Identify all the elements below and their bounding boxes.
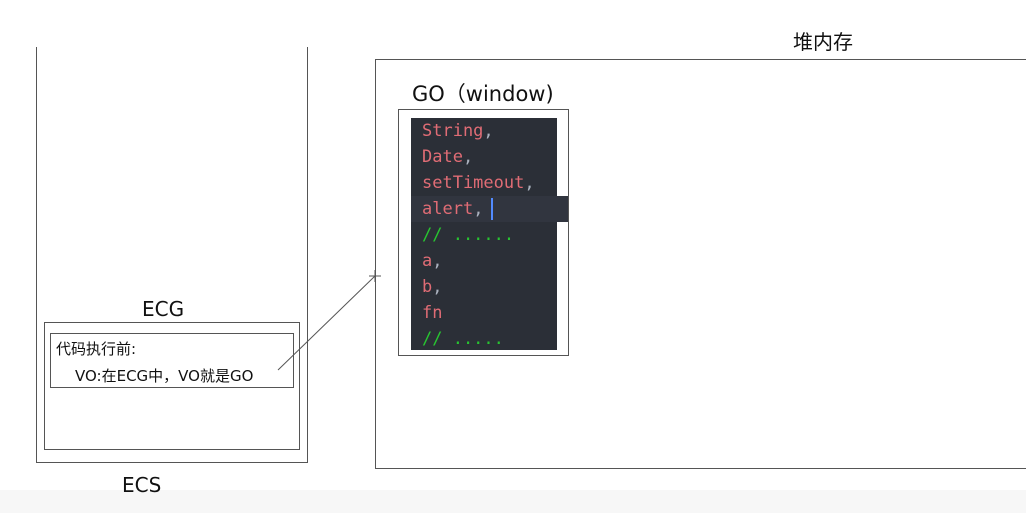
connector-line: [277, 275, 376, 371]
code-line: fn: [411, 300, 557, 326]
code-punctuation: ,: [473, 199, 484, 219]
ecg-note-title: 代码执行前:: [56, 340, 137, 358]
ecs-label: ECS: [122, 473, 162, 497]
code-punctuation: ,: [524, 173, 535, 193]
code-identifier: Date: [422, 147, 463, 167]
code-line: a,: [411, 248, 557, 274]
code-line: // .....: [411, 326, 557, 352]
code-line: b,: [411, 274, 557, 300]
execution-context-stack: [36, 47, 308, 463]
code-punctuation: ,: [432, 277, 443, 297]
bottom-strip: [0, 490, 1026, 513]
code-line: setTimeout,: [411, 170, 557, 196]
code-punctuation: ,: [462, 147, 474, 167]
code-identifier: fn: [422, 303, 443, 323]
code-comment: // .....: [422, 329, 504, 349]
heap-memory-title: 堆内存: [793, 30, 853, 54]
code-identifier: String: [422, 121, 484, 141]
ecg-label: ECG: [142, 297, 185, 321]
code-identifier: setTimeout: [422, 173, 525, 193]
ecg-note-vo: VO:在ECG中，VO就是GO: [75, 367, 254, 385]
global-object-code-panel: String,Date,setTimeout,alert,// ......a,…: [411, 118, 568, 352]
text-cursor: [491, 198, 494, 220]
code-comment: // ......: [422, 225, 515, 245]
heap-memory-box: [375, 59, 1026, 469]
go-window-label: GO（window): [412, 82, 554, 106]
code-line: String,: [411, 118, 557, 144]
code-line: // ......: [411, 222, 557, 248]
code-line: alert,: [411, 196, 568, 222]
variable-object-box: [50, 333, 294, 388]
code-punctuation: ,: [483, 121, 494, 141]
code-identifier: b: [422, 277, 433, 297]
code-identifier: a: [422, 251, 433, 271]
code-identifier: alert: [422, 199, 474, 219]
code-line: Date,: [411, 144, 557, 170]
code-punctuation: ,: [432, 251, 443, 271]
